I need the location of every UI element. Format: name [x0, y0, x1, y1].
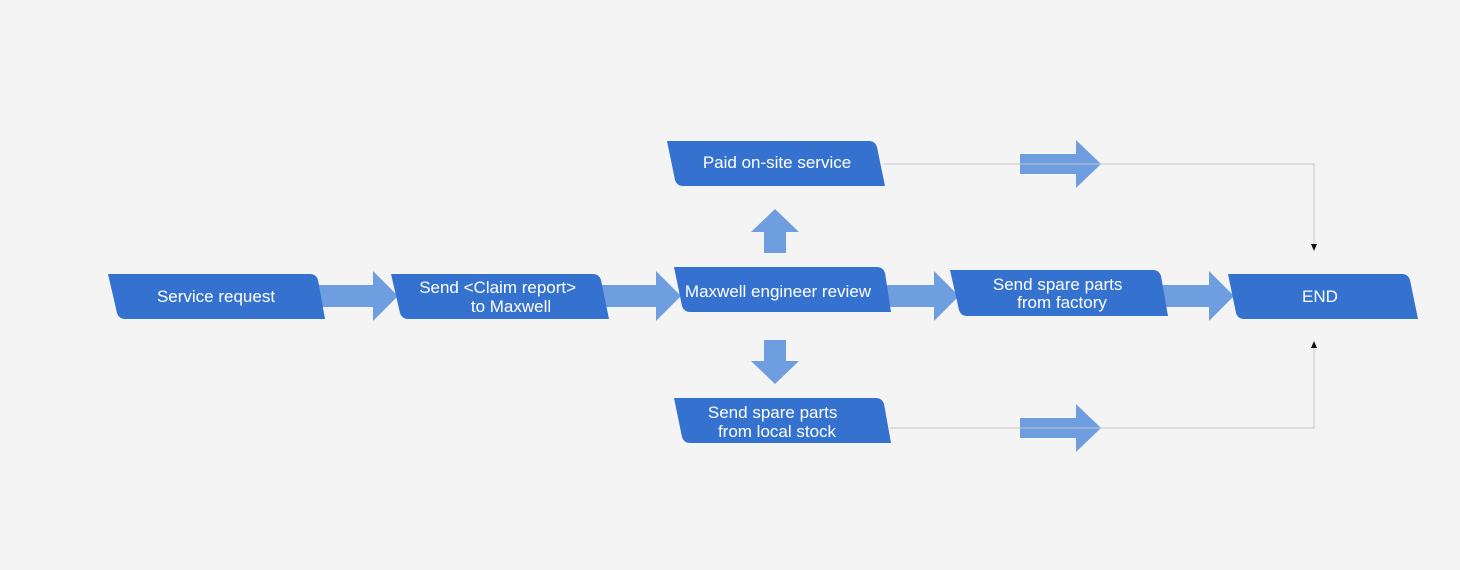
arrow-review-to-factory	[885, 271, 959, 321]
node-claim-report: Send <Claim report> to Maxwell	[391, 274, 609, 319]
node-local-parts: Send spare parts from local stock	[674, 398, 891, 443]
arrowhead-up	[1311, 341, 1317, 348]
node-service-request: Service request	[108, 274, 325, 319]
arrow-review-to-local	[751, 340, 799, 384]
connector-local-to-end	[890, 348, 1315, 429]
node-label: Maxwell engineer review	[685, 282, 872, 301]
node-label: Service request	[157, 287, 275, 306]
arrow-review-to-paid	[751, 209, 799, 253]
node-end: END	[1228, 274, 1418, 319]
node-engineer-review: Maxwell engineer review	[674, 267, 891, 312]
node-paid-service: Paid on-site service	[667, 141, 885, 186]
node-label: Send spare parts from local stock	[708, 403, 842, 441]
arrow-request-to-claim	[316, 271, 398, 321]
node-label: END	[1302, 287, 1338, 306]
arrow-claim-to-review	[599, 271, 681, 321]
node-label: Send spare parts from factory	[993, 275, 1127, 312]
arrow-factory-to-end	[1160, 271, 1234, 321]
connector-paid-to-end	[884, 163, 1315, 244]
node-label: Paid on-site service	[703, 153, 851, 172]
node-label: Send <Claim report> to Maxwell	[419, 278, 581, 316]
node-factory-parts: Send spare parts from factory	[950, 270, 1168, 316]
arrowhead-down	[1311, 244, 1317, 251]
